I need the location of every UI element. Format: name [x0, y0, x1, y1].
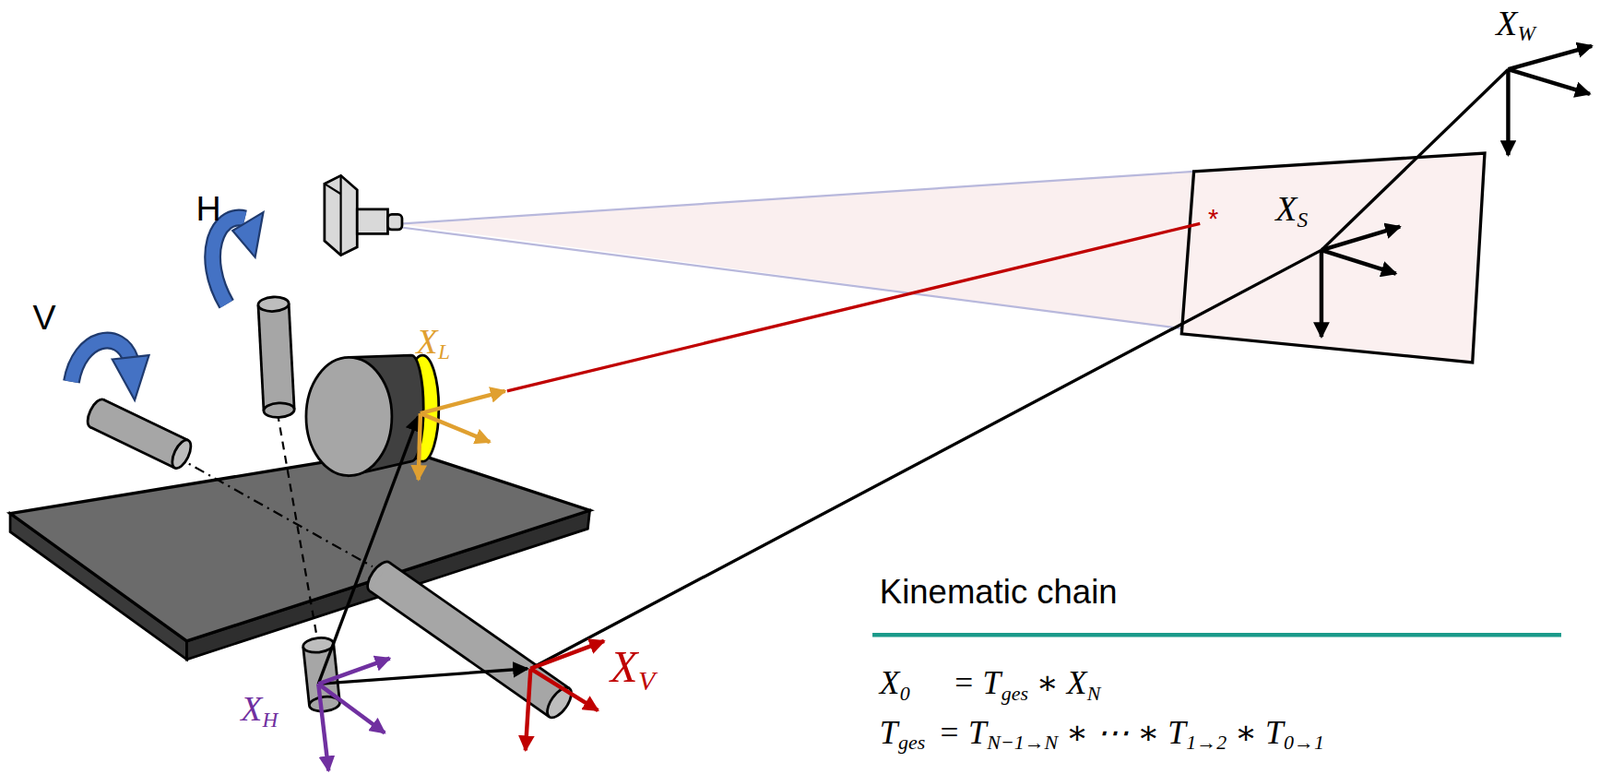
frame-label-group: XS — [1275, 189, 1308, 233]
equation-subscript: N−1→N — [986, 730, 1058, 753]
equation-subscript: ges — [1001, 681, 1029, 704]
view-ray — [402, 171, 1195, 224]
rotation-arrow-v — [71, 340, 149, 401]
axis-name-group: H — [195, 189, 221, 228]
equation-group: Tges = TN−1→N ∗ ⋯ ∗ T1→2 ∗ T0→1 — [879, 714, 1325, 755]
camera-view — [402, 171, 1195, 329]
frame-label-group: XH — [240, 689, 278, 733]
equation-subscript: 1→2 — [1185, 730, 1227, 753]
frame-label-group: XL — [415, 322, 450, 366]
frame-label: X — [240, 689, 262, 728]
screen — [1181, 153, 1485, 363]
frame-l — [418, 391, 506, 480]
laser-beam — [507, 223, 1200, 391]
camera — [324, 175, 403, 255]
axis-name: H — [195, 189, 221, 228]
frame-h — [318, 658, 390, 771]
frame-label-subscript: W — [1517, 22, 1536, 48]
equation: = T — [937, 712, 986, 750]
v-mirror-cylinder — [363, 557, 577, 722]
section-heading-group: Kinematic chain — [879, 573, 1118, 611]
equation: X — [879, 663, 901, 701]
equation: ∗ X — [1036, 663, 1088, 701]
equation-subscript: ges — [898, 730, 925, 753]
axis-name: V — [32, 297, 56, 337]
frame-v — [525, 640, 605, 750]
frame-label-subscript: V — [638, 665, 655, 697]
equation-group: X0 = Tges ∗ XN — [879, 664, 1102, 705]
frame-label-subscript: H — [262, 707, 279, 733]
equation: = T — [952, 663, 1001, 701]
frame-s — [1321, 226, 1400, 338]
equation-subscript: 0 — [900, 681, 911, 704]
vector-s-w — [1321, 69, 1508, 250]
v-axis-cylinder — [83, 396, 195, 472]
frame-label: X — [1495, 3, 1518, 42]
equation: ∗ T — [1234, 712, 1284, 750]
view-ray — [402, 227, 1184, 330]
equation: ∗ ⋯ ∗ T — [1066, 712, 1186, 750]
frame-label: X — [610, 641, 639, 692]
frame-w — [1507, 46, 1592, 155]
axis-name-group: V — [32, 298, 56, 337]
frame-label: X — [415, 322, 438, 361]
section-heading: Kinematic chain — [879, 572, 1118, 611]
h-axis-cylinder — [258, 296, 296, 418]
equation: T — [879, 712, 899, 750]
frame-label-subscript: S — [1297, 207, 1309, 233]
frame-label-group: XW — [1495, 3, 1536, 47]
frame-label: X — [1275, 189, 1297, 228]
target-mark-group: * — [1208, 203, 1219, 234]
frame-label-group: XV — [610, 642, 656, 697]
equation-subscript: 0→1 — [1283, 730, 1325, 753]
target-mark: * — [1208, 202, 1219, 234]
heading-rule — [872, 632, 1562, 637]
frame-label-subscript: L — [438, 340, 451, 366]
vector-h-l — [318, 415, 418, 684]
equation-subscript: N — [1087, 681, 1102, 704]
vector-v-s — [530, 249, 1322, 669]
